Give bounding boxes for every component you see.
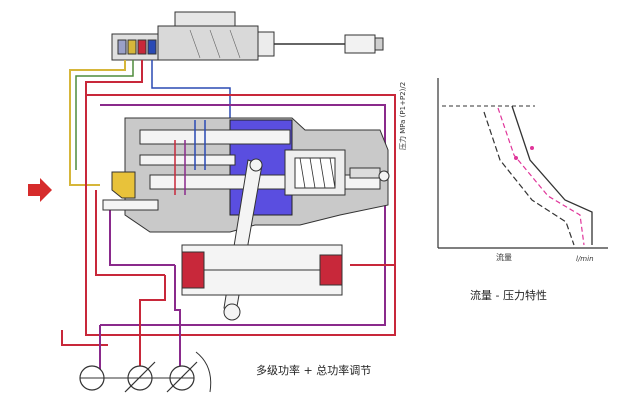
lever-pivot-bottom: [223, 303, 241, 321]
servo-chamber-left: [181, 251, 205, 289]
chart-x-axis-unit: l/min: [576, 255, 594, 263]
spring-coil-1: [299, 157, 306, 189]
regulator-cap: [174, 11, 236, 27]
circuit-line-purple-inner-left: [109, 210, 175, 266]
top-regulator-assembly: [111, 11, 384, 61]
control-spool-top: [139, 129, 291, 145]
inlet-arrow: [28, 178, 52, 202]
regulator-body: [157, 25, 259, 61]
circuit-line-red-crossover: [139, 275, 166, 375]
chart-x-axis-label: 流量: [496, 253, 512, 262]
pump-2-variable-arrow: [166, 361, 198, 393]
regulator-hatch-3: [229, 29, 241, 59]
circuit-line-red-inner-left: [95, 190, 165, 276]
pump-1-variable-arrow: [124, 361, 156, 393]
characteristic-curve-inner: [483, 111, 575, 246]
curve-marker-2: [530, 146, 534, 150]
characteristic-curve-middle: [497, 107, 585, 246]
diagram-caption: 多级功率 + 总功率调节: [256, 364, 372, 377]
spring-coil-4: [329, 157, 336, 189]
curve-marker-1: [514, 156, 518, 160]
chart-caption: 流量 - 压力特性: [470, 289, 547, 302]
left-pilot-stem: [102, 199, 159, 211]
regulator-hatch-2: [209, 29, 221, 59]
circuit-line-purple-crossover: [174, 265, 181, 375]
valve-spool-section-4: [147, 39, 157, 55]
solenoid-plug: [374, 37, 384, 51]
pilot-line-blue-top: [151, 60, 231, 120]
solenoid-connector: [344, 34, 376, 54]
characteristic-curve-outer: [511, 105, 593, 245]
yellow-pilot-valve: [111, 171, 136, 199]
pilot-line-green: [75, 60, 134, 170]
circuit-line-red-left-down: [61, 330, 108, 346]
valve-spool-section-1: [117, 39, 127, 55]
pilot-line-red-top: [85, 60, 143, 95]
control-spool-middle: [139, 154, 236, 166]
valve-spool-section-2: [127, 39, 137, 55]
adjust-screw: [349, 167, 381, 179]
chart-y-axis-label: 压力 MPa (P1+P2)/2: [399, 81, 407, 150]
lever-pivot-top: [249, 158, 263, 172]
circuit-line-purple-outer: [100, 104, 386, 326]
spring-coil-2: [309, 157, 316, 189]
adjust-knob: [378, 170, 390, 182]
spring-coil-3: [319, 157, 326, 189]
servo-chamber-right: [319, 254, 343, 286]
solenoid-coil: [257, 31, 275, 57]
regulator-hatch-1: [189, 29, 201, 59]
flow-pressure-chart: [437, 78, 608, 249]
circuit-line-red-outer: [85, 94, 396, 336]
valve-spool-section-3: [137, 39, 147, 55]
pilot-line-yellow: [69, 60, 126, 186]
pump-symbols: [79, 351, 212, 393]
pump-control-arc: [195, 351, 212, 393]
